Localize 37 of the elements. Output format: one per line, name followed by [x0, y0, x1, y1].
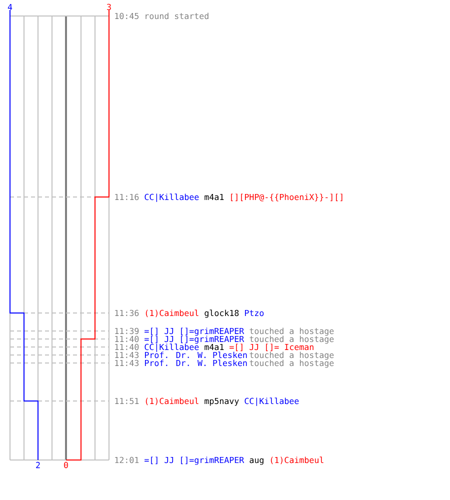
player-name: (1)Caimbeul — [146, 398, 198, 406]
player-name: CC|Killabee — [244, 398, 299, 406]
event-text: touched a hostage — [250, 328, 334, 336]
count-number: 3 — [107, 4, 111, 10]
timestamp: 11:40 — [115, 344, 139, 350]
weapon-name: m4a1 — [204, 344, 224, 350]
player-name: =[] JJ []=grimREAPER — [144, 456, 244, 465]
timestamp: 11:16 — [115, 194, 139, 200]
count-number: 0 — [64, 462, 68, 468]
player-name: CC|Killabee — [144, 194, 199, 202]
event-text: 10:45 round started — [115, 12, 208, 20]
player-name: (1)Caimbeul — [146, 310, 198, 318]
count-number: 2 — [36, 462, 40, 468]
player-name: [][PHP@-{{PhoeniX}}-][] — [231, 194, 342, 202]
timestamp: 11:39 — [115, 328, 139, 334]
event-text: touched a hostage — [250, 352, 334, 360]
weapon-name: mp5navy — [204, 398, 239, 406]
weapon-name: aug — [250, 458, 264, 465]
event-text: touched a hostage — [250, 360, 334, 368]
player-name: Prof. Dr. W. Plesken — [145, 360, 247, 366]
weapon-name: glock18 — [204, 310, 239, 318]
player-name: =[] JJ []=grimREAPER — [144, 328, 244, 336]
player-name: =[] JJ []= Iceman — [230, 344, 314, 352]
timestamp: 12:01 — [115, 456, 139, 464]
timestamp: 11:40 — [115, 336, 139, 342]
timestamp: 11:43 — [115, 360, 139, 366]
player-name: Ptzo — [245, 310, 264, 316]
weapon-name: m4a1 — [204, 194, 224, 200]
count-number: 4 — [8, 4, 12, 10]
player-name: Prof. Dr. W. Plesken — [145, 352, 247, 358]
timestamp: 11:36 — [115, 310, 139, 316]
timestamp: 11:43 — [115, 352, 139, 358]
player-name: (1)Caimbeul — [270, 456, 324, 464]
player-name: =[] JJ []=grimREAPER — [144, 336, 244, 344]
player-name: CC|Killabee — [144, 344, 199, 352]
event-text: touched a hostage — [250, 336, 334, 344]
timestamp: 11:51 — [115, 398, 139, 404]
